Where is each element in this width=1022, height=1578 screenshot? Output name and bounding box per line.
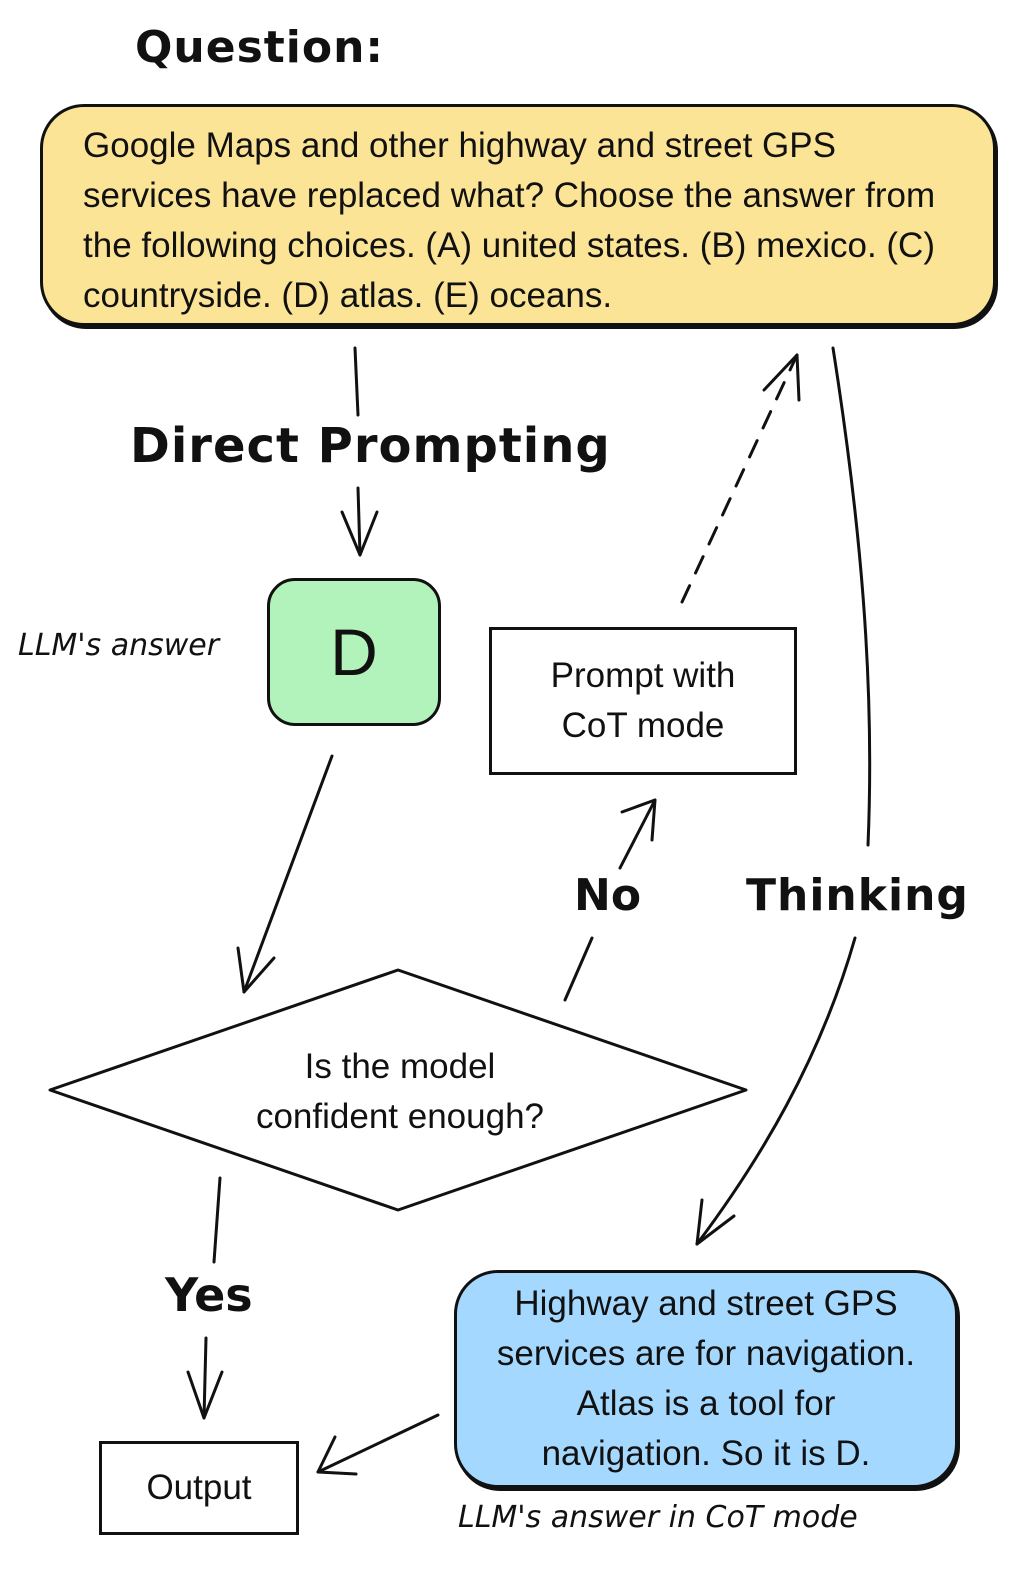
arrow-yes-upper: [212, 1176, 222, 1264]
question-box: Google Maps and other highway and street…: [40, 104, 996, 326]
direct-answer-box: D: [267, 578, 441, 726]
arrow-cot-to-output: [316, 1413, 440, 1474]
prompt-cot-line1: Prompt with: [550, 656, 736, 695]
cot-answer-line3: Atlas is a tool for: [576, 1384, 836, 1423]
prompt-cot-box: Prompt with CoT mode: [489, 627, 797, 775]
arrowhead-yes: [186, 1370, 224, 1420]
thinking-label: Thinking: [746, 870, 969, 921]
arrow-yes-lower: [202, 1336, 208, 1420]
decision-text: Is the model confident enough?: [200, 1042, 600, 1142]
arrowhead-decision: [236, 946, 276, 994]
decision-line1: Is the model: [304, 1047, 496, 1086]
decision-line2: confident enough?: [255, 1097, 545, 1136]
cot-answer-box: Highway and street GPS services are for …: [454, 1270, 958, 1488]
llm-answer-label: LLM's answer: [18, 628, 220, 663]
arrow-question-to-answer: [353, 346, 360, 417]
arrow-thinking-lower: [695, 936, 857, 1246]
arrowhead-reprompt: [762, 353, 801, 402]
prompt-cot-line2: CoT mode: [561, 706, 725, 745]
output-box: Output: [99, 1441, 299, 1535]
question-text: Google Maps and other highway and street…: [83, 126, 936, 315]
cot-answer-line2: services are for navigation.: [496, 1334, 916, 1373]
direct-answer-text: D: [330, 615, 378, 689]
yes-label: Yes: [165, 1268, 253, 1322]
cot-answer-line1: Highway and street GPS: [514, 1284, 898, 1323]
output-label: Output: [146, 1468, 252, 1507]
cot-answer-caption: LLM's answer in CoT mode: [458, 1500, 858, 1535]
arrow-reprompt: [680, 353, 799, 604]
question-title: Question:: [135, 22, 385, 73]
decision-diamond: [48, 968, 748, 1212]
arrow-thinking-upper: [831, 346, 872, 847]
arrow-no-upper: [618, 798, 657, 870]
direct-prompting-label: Direct Prompting: [130, 418, 611, 474]
arrow-no-lower: [563, 936, 594, 1002]
arrowhead-direct: [340, 510, 379, 557]
arrowhead-no: [620, 798, 657, 842]
no-label: No: [574, 870, 642, 921]
arrowhead-thinking: [695, 1198, 736, 1246]
arrow-direct-to-answer: [356, 486, 362, 557]
cot-answer-line4: navigation. So it is D.: [541, 1434, 871, 1473]
arrowhead-output: [316, 1435, 358, 1476]
arrow-answer-to-decision: [242, 754, 334, 994]
